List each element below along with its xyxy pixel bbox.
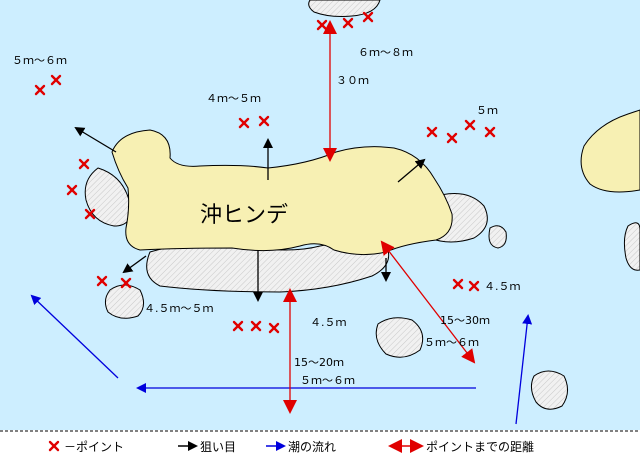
depth-labels: ５ｍ～６ｍ ６ｍ～８ｍ ４ｍ～５ｍ ５ｍ ４.５ｍ ４.５ｍ～５ｍ ４.５ｍ ５… [12,46,521,387]
reef-far-east [623,222,640,271]
dive-point-marker [258,115,270,127]
dive-point-marker [484,126,496,138]
depth-label: ５ｍ～６ｍ [300,374,355,387]
distance-arrow-southeast [380,240,476,364]
legend-point-icon [48,440,60,452]
legend-point-label: －ポイント [64,440,124,454]
reef-east-dot [488,225,507,249]
dive-point-marker [238,117,250,129]
dive-point-marker [464,119,476,131]
dive-point-marker [120,277,132,289]
depth-label: ５ｍ [476,104,498,117]
depth-label: ６ｍ～８ｍ [358,46,413,59]
island-oki-hinde [111,129,453,256]
dive-points [34,11,496,334]
reef-top [308,0,381,17]
target-arrow-nw [74,126,117,153]
depth-label: ４ｍ～５ｍ [206,92,261,105]
depth-label: ４.５ｍ～５ｍ [144,302,214,315]
island-name: 沖ヒンデ [200,203,288,228]
legend-distance-label: ポイントまでの距離 [426,440,534,454]
east-landmass [580,109,640,193]
dive-point-marker [66,184,78,196]
dive-point-marker [268,322,280,334]
dive-point-marker [96,275,108,287]
reef-south-left [104,284,144,319]
current-arrows [30,294,533,425]
depth-label: ５ｍ～６ｍ [424,336,479,349]
depth-label: ４.５ｍ [310,316,347,329]
target-arrow-sw [122,255,147,274]
distance-label: 15～30ｍ [440,314,490,327]
current-arrow-north [515,314,533,425]
distance-label: 15～20ｍ [294,356,344,369]
legend-target-label: 狙い目 [200,440,236,454]
dive-point-marker [342,17,354,29]
target-arrow-ne [397,158,426,183]
current-arrow-northwest [30,294,119,379]
depth-label: ５ｍ～６ｍ [12,54,67,67]
dive-point-marker [362,11,374,23]
reef-group [84,0,640,410]
dive-point-marker [84,208,96,220]
dive-point-marker [446,132,458,144]
distance-arrows [283,20,476,414]
distance-labels: ３０ｍ 15～30ｍ 15～20ｍ [294,74,490,369]
legend: －ポイント 狙い目 潮の流れ ポイントまでの距離 [48,439,534,454]
reef-south-east [530,370,568,410]
dive-point-marker [78,158,90,170]
legend-bar [0,430,640,470]
distance-label: ３０ｍ [336,74,369,87]
reef-left [84,167,132,227]
dive-point-marker [50,74,62,86]
dive-point-marker [34,84,46,96]
reef-south-mid [375,317,424,358]
legend-current-label: 潮の流れ [288,439,336,454]
depth-label: ４.５ｍ [484,280,521,293]
dive-point-marker [250,320,262,332]
dive-point-marker [232,320,244,332]
dive-point-marker [426,126,438,138]
